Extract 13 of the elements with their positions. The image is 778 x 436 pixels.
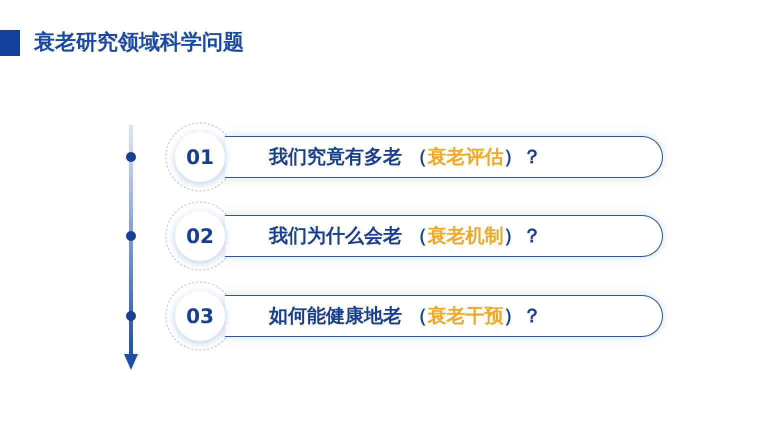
step-number: 03 (186, 304, 214, 328)
question-pill (225, 136, 663, 178)
question-pill (225, 215, 663, 257)
question-text: 我们为什么会老 （衰老机制）？ (268, 224, 542, 249)
step-number: 02 (186, 224, 214, 248)
number-circle (175, 291, 225, 341)
question-pill (225, 295, 663, 337)
question-text: 如何能健康地老 （衰老干预）？ (268, 304, 542, 329)
number-circle (175, 211, 225, 261)
question-text: 我们究竟有多老 （衰老评估）？ (268, 145, 542, 170)
slide-title: 衰老研究领域科学问题 (34, 29, 244, 56)
step-number: 01 (186, 145, 214, 169)
number-circle (175, 132, 225, 182)
